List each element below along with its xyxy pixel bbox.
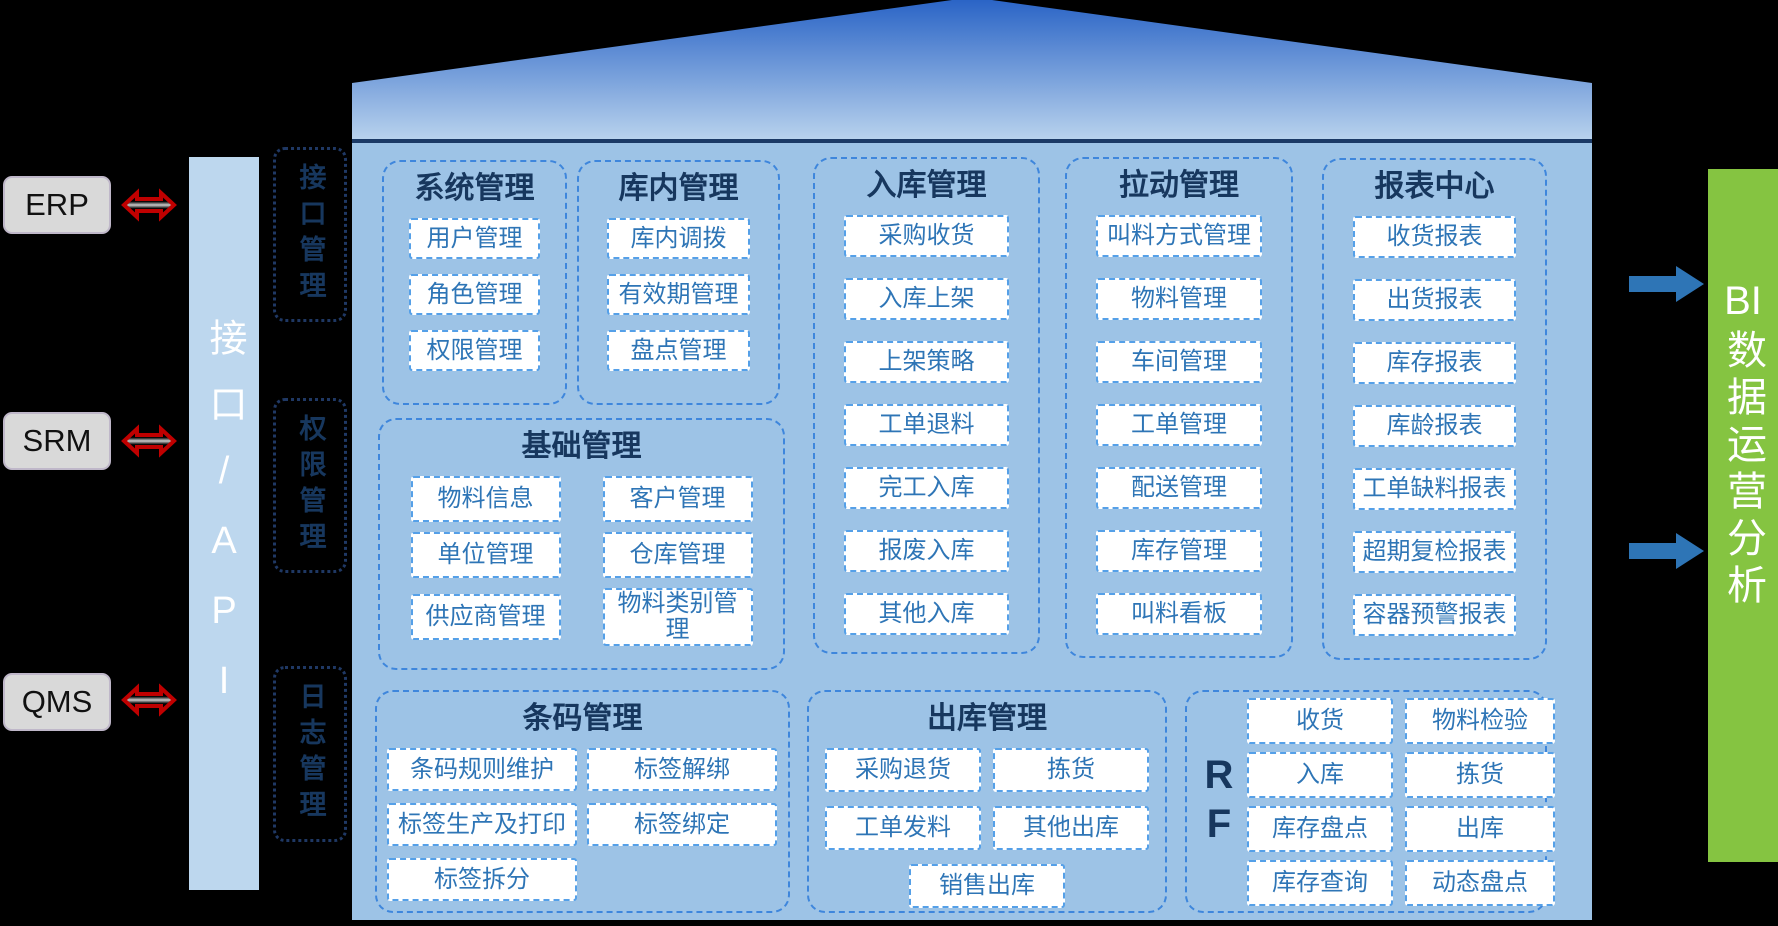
module-item: 叫料看板 [1096, 593, 1262, 635]
group-report-center: 报表中心 收货报表出货报表库存报表库龄报表工单缺料报表超期复检报表容器预警报表 [1322, 158, 1547, 660]
module-item: 条码规则维护 [387, 748, 577, 791]
module-item: 工单缺料报表 [1352, 468, 1517, 510]
module-item: 工单退料 [843, 404, 1009, 446]
group-items: 采购收货入库上架上架策略工单退料完工入库报废入库其他入库 [815, 215, 1038, 635]
group-title: 库内管理 [618, 172, 739, 205]
module-item: 拣货 [1405, 751, 1555, 798]
bi-bar-label-bi: BI [1724, 279, 1762, 323]
group-items: 条码规则维护标签解绑标签生产及打印标签绑定标签拆分 [377, 748, 788, 901]
group-title: 基础管理 [521, 430, 642, 463]
module-item: 工单发料 [825, 806, 981, 850]
group-inbound-management: 入库管理 采购收货入库上架上架策略工单退料完工入库报废入库其他入库 [813, 157, 1040, 654]
external-system-srm: SRM [3, 412, 111, 470]
house-roof [352, 0, 1592, 143]
module-item: 库内调拨 [606, 218, 751, 259]
module-item: 收货 [1247, 697, 1393, 744]
module-item: 物料信息 [410, 476, 561, 522]
module-item: 入库 [1247, 751, 1393, 798]
group-barcode-management: 条码管理 条码规则维护标签解绑标签生产及打印标签绑定标签拆分 [375, 690, 790, 913]
external-system-erp: ERP [3, 176, 111, 234]
module-item: 配送管理 [1096, 467, 1262, 509]
module-item: 角色管理 [409, 274, 540, 315]
module-item: 上架策略 [843, 341, 1009, 383]
module-item: 容器预警报表 [1352, 594, 1517, 636]
module-item: 出货报表 [1352, 279, 1517, 321]
qms-api-double-arrow-icon [121, 683, 177, 717]
group-items: 物料信息客户管理单位管理仓库管理供应商管理物料类别管理 [380, 476, 783, 646]
group-items: 收货报表出货报表库存报表库龄报表工单缺料报表超期复检报表容器预警报表 [1324, 216, 1545, 636]
module-item: 物料类别管理 [602, 588, 753, 646]
module-item: 供应商管理 [410, 593, 561, 640]
group-in-warehouse-management: 库内管理 库内调拨有效期管理盘点管理 [577, 160, 780, 405]
bi-data-operation-bar: BI 数据运营分析 [1708, 169, 1778, 862]
group-items: 采购退货拣货工单发料其他出库销售出库 [809, 748, 1165, 908]
module-item: 工单管理 [1096, 404, 1262, 446]
side-module-label: 日志管理 [295, 682, 326, 826]
group-pull-management: 拉动管理 叫料方式管理物料管理车间管理工单管理配送管理库存管理叫料看板 [1065, 157, 1293, 658]
module-item: 销售出库 [909, 864, 1065, 908]
module-item: 标签拆分 [387, 858, 577, 901]
side-module-label: 权限管理 [295, 413, 326, 558]
module-item: 用户管理 [409, 218, 540, 259]
group-title: 系统管理 [414, 172, 535, 205]
module-item: 采购退货 [825, 748, 981, 792]
module-item: 动态盘点 [1405, 859, 1555, 906]
to-bi-arrow-icon [1629, 533, 1704, 569]
group-system-management: 系统管理 用户管理角色管理权限管理 [382, 160, 567, 405]
module-item: 超期复检报表 [1352, 531, 1517, 573]
module-item: 标签绑定 [587, 803, 777, 846]
side-module-log-management: 日志管理 [273, 666, 347, 842]
group-items: 库内调拨有效期管理盘点管理 [579, 218, 778, 371]
module-item: 其他出库 [993, 806, 1149, 850]
group-outbound-management: 出库管理 采购退货拣货工单发料其他出库销售出库 [807, 690, 1167, 913]
group-title: 条码管理 [522, 702, 643, 735]
side-module-label: 接口管理 [295, 162, 326, 307]
group-items: 叫料方式管理物料管理车间管理工单管理配送管理库存管理叫料看板 [1067, 215, 1291, 635]
module-item: 标签生产及打印 [387, 803, 577, 846]
srm-api-double-arrow-icon [121, 424, 177, 458]
module-item: 采购收货 [843, 215, 1009, 257]
group-items: 用户管理角色管理权限管理 [384, 218, 565, 371]
module-item: 物料检验 [1405, 697, 1555, 744]
bi-bar-label-rest: 数据运营分析 [1721, 329, 1765, 611]
module-item: 库存报表 [1352, 342, 1517, 384]
external-system-qms: QMS [3, 673, 111, 731]
api-bar-label: 接口/API [203, 317, 245, 730]
module-item: 客户管理 [602, 476, 753, 522]
group-items: 收货物料检验入库拣货库存盘点出库库存查询动态盘点 [1247, 697, 1555, 906]
module-item: 叫料方式管理 [1096, 215, 1262, 257]
module-item: 物料管理 [1096, 278, 1262, 320]
group-rf-terminal: RF 收货物料检验入库拣货库存盘点出库库存查询动态盘点 [1185, 690, 1555, 913]
group-title: 报表中心 [1374, 170, 1495, 203]
module-item: 仓库管理 [602, 532, 753, 578]
module-item: 库存管理 [1096, 530, 1262, 572]
module-item: 入库上架 [843, 278, 1009, 320]
module-item: 收货报表 [1352, 216, 1517, 258]
module-item: 其他入库 [843, 593, 1009, 635]
group-title: 拉动管理 [1119, 169, 1239, 202]
module-item: 库存盘点 [1247, 805, 1393, 852]
module-item: 权限管理 [409, 330, 540, 371]
module-item: 拣货 [993, 748, 1149, 792]
module-item: 有效期管理 [606, 274, 751, 315]
module-item: 盘点管理 [606, 330, 751, 371]
api-interface-bar: 接口/API [189, 157, 259, 890]
group-title: 入库管理 [866, 169, 987, 202]
module-item: 库龄报表 [1352, 405, 1517, 447]
module-item: 库存查询 [1247, 859, 1393, 906]
module-item: 出库 [1405, 805, 1555, 852]
rf-label: RF [1197, 752, 1241, 851]
group-title: 出库管理 [927, 702, 1047, 735]
to-bi-arrow-icon [1629, 266, 1704, 302]
side-module-permission-management: 权限管理 [273, 398, 347, 573]
module-item: 标签解绑 [587, 748, 777, 791]
module-item: 单位管理 [410, 532, 561, 578]
group-basic-management: 基础管理 物料信息客户管理单位管理仓库管理供应商管理物料类别管理 [378, 418, 785, 670]
module-item: 车间管理 [1096, 341, 1262, 383]
module-item: 报废入库 [843, 530, 1009, 572]
module-item: 完工入库 [843, 467, 1009, 509]
erp-api-double-arrow-icon [121, 188, 177, 222]
side-module-interface-management: 接口管理 [273, 147, 347, 322]
